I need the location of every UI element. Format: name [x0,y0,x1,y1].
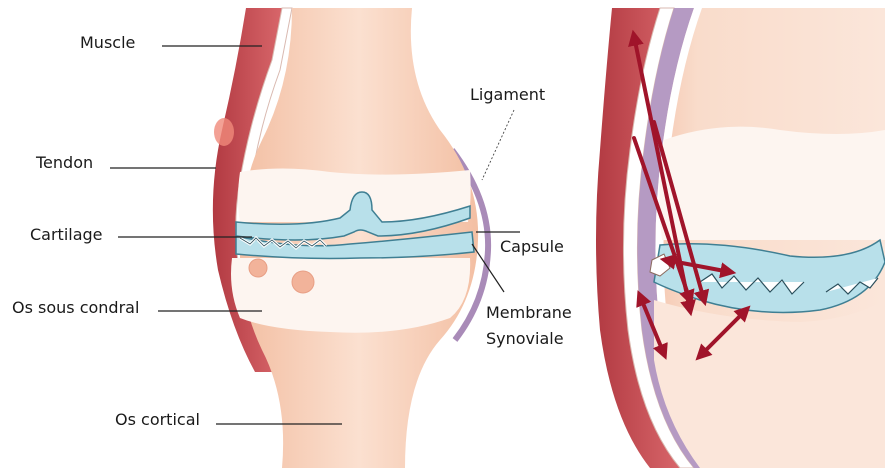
zoom-view [596,8,885,468]
label-cartilage: Cartilage [30,226,103,244]
label-synovial-line1: Membrane [486,304,572,322]
subchondral-spot-1 [249,259,267,277]
label-cortical-bone: Os cortical [115,411,200,429]
subchondral-spot-2 [292,271,314,293]
label-subchondral-bone: Os sous condral [12,299,139,317]
label-capsule: Capsule [500,238,564,256]
label-tendon: Tendon [36,154,93,172]
zoom-lower-bone [654,300,885,468]
leader-ligament [482,110,514,180]
tendon-highlight [214,118,234,146]
label-synovial-line2: Synoviale [486,330,564,348]
label-muscle: Muscle [80,34,135,52]
label-ligament: Ligament [470,86,545,104]
zoom-upper-marrow [659,127,885,240]
